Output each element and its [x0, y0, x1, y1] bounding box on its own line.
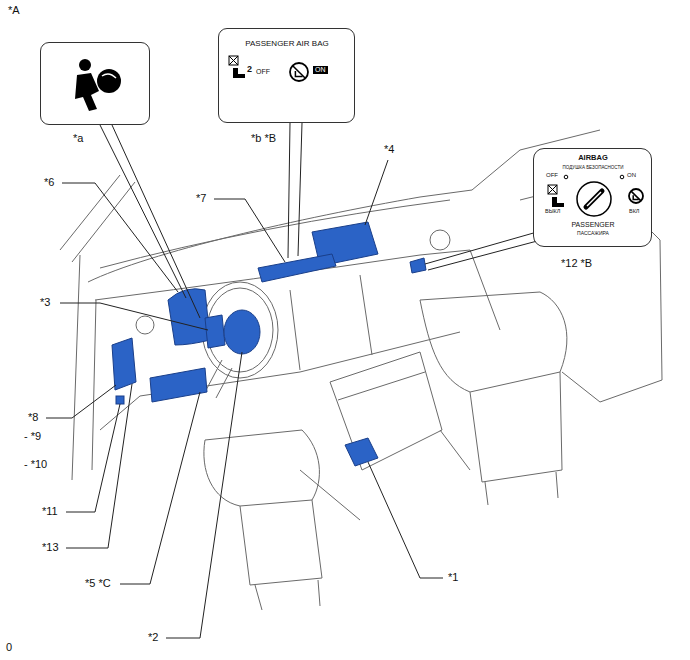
symbol-panel: *a [40, 42, 150, 125]
indicator-panel: PASSENGER AIR BAG2OFFON*b *B [218, 28, 355, 123]
callout-number: *4 [384, 143, 394, 156]
icon-airbag [97, 69, 121, 93]
callout-number: *7 [196, 192, 206, 205]
position-dot [620, 175, 624, 179]
icon-off-cross [229, 56, 238, 65]
icon-number: 2 [247, 64, 252, 74]
key-slot [586, 191, 602, 207]
leader-line [368, 462, 443, 578]
leader-line [60, 303, 208, 330]
dashboard-top [88, 190, 472, 282]
panel-title: AIRBAG [578, 154, 608, 163]
panel-icons [41, 43, 151, 126]
connector-part [116, 396, 124, 404]
steering-pad [224, 310, 260, 354]
position-dot [564, 175, 568, 179]
air-vent [136, 316, 154, 334]
icon-head [79, 59, 91, 71]
state-text: OFF [546, 172, 558, 179]
callout-number: *11 [42, 505, 58, 518]
panel-subtitle: ПОДУШКА БЕЗОПАСНОСТИ [563, 165, 624, 170]
callout-number: *13 [42, 541, 59, 554]
page-mark: 0 [6, 641, 12, 654]
dashboard-lower [100, 332, 460, 430]
panel-title: PASSENGER [571, 221, 614, 229]
airbag-switch [410, 258, 426, 273]
panel-subtitle: ПАССАЖИРА [577, 231, 609, 237]
leader-line [298, 123, 302, 256]
leader-line [66, 404, 120, 512]
combination-meter [168, 289, 210, 345]
leader-line [166, 352, 242, 638]
leader-line [120, 392, 200, 584]
callout-number: *1 [448, 571, 458, 584]
leader-line [365, 160, 388, 225]
a-pillar [60, 175, 135, 262]
leader-line [100, 125, 186, 298]
door-line [72, 255, 96, 480]
state-text: ON [627, 172, 636, 179]
leader-line [425, 232, 537, 264]
state-text: ON [313, 66, 328, 74]
callout-label: *12 *B [561, 257, 592, 270]
callout-number: *3 [40, 296, 50, 309]
icon-off-box [548, 185, 557, 194]
state-text: ВЫКЛ [545, 208, 560, 214]
leader-line [288, 123, 290, 258]
airbag-ecu [345, 438, 378, 466]
passenger-seat [420, 292, 567, 392]
leader-line [112, 125, 200, 318]
key-slot [587, 192, 601, 206]
icon-off-cross [548, 185, 557, 194]
panel-title: PASSENGER AIR BAG [245, 39, 328, 48]
icon-slash [631, 191, 641, 201]
state-text: ВКЛ [629, 208, 639, 214]
icon-child-seat [233, 68, 245, 78]
callout-number: *5 *C [85, 577, 111, 590]
spiral-cable [205, 315, 225, 348]
icon-airbag-mark [102, 74, 116, 78]
switch-panel: AIRBAG ПОДУШКА БЕЗОПАСНОСТИ OFF ON ВЫКЛ ВКЛ PA… [533, 148, 652, 247]
floor-line [300, 430, 470, 520]
key-dial [577, 182, 611, 216]
icon-prohibit [629, 189, 643, 203]
icon-slash [293, 66, 306, 79]
leader-line [62, 183, 178, 292]
icon-body [75, 73, 99, 111]
icon-prohibit [290, 63, 308, 81]
leader-line [66, 384, 132, 548]
center-stack [290, 275, 372, 370]
callout-label: *a [73, 132, 83, 145]
center-console [330, 352, 442, 470]
icon-child-seat [552, 197, 564, 207]
steering-column [205, 360, 232, 398]
driver-seat [240, 500, 322, 610]
indicator-strip [258, 254, 336, 282]
callout-number: *8 [28, 411, 38, 424]
callout-number: - *10 [24, 458, 47, 471]
leader-line [428, 240, 541, 270]
side-module [112, 338, 136, 390]
callout-label: *b *B [251, 132, 276, 145]
passenger-seat [470, 372, 562, 505]
air-vent [430, 230, 450, 250]
callout-number: *2 [148, 631, 158, 644]
callout-number: - *9 [24, 430, 41, 443]
callout-number: *6 [44, 176, 54, 189]
state-text: OFF [256, 68, 270, 76]
leader-line [214, 199, 285, 262]
callout-number: *A [8, 4, 20, 17]
leader-line [46, 385, 116, 418]
icon-off-box [229, 56, 238, 65]
